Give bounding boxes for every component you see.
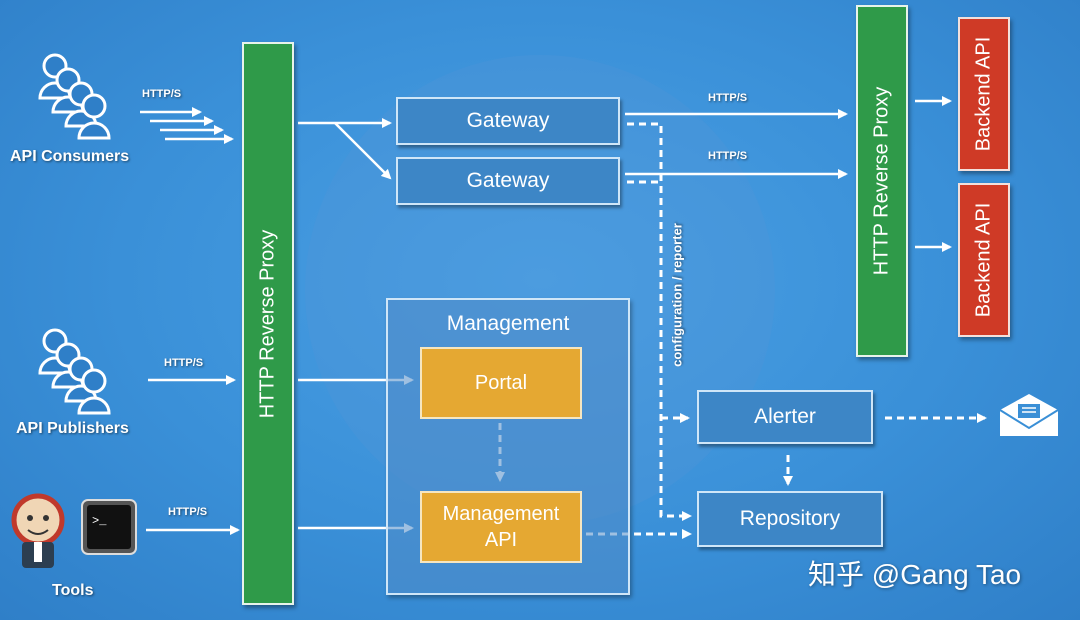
management-api-label-line1: Management [442, 503, 560, 525]
left-reverse-proxy-label: HTTP Reverse Proxy [256, 229, 279, 418]
alerter-label: Alerter [754, 405, 816, 428]
tools-label: Tools [52, 582, 94, 599]
management-title: Management [446, 312, 570, 335]
tools-protocol-label: HTTP/S [168, 506, 208, 518]
terminal-icon: >_ [81, 499, 137, 555]
backend-api-label: Backend API [972, 202, 995, 318]
gateway2-protocol-label: HTTP/S [708, 150, 748, 162]
alerter-box: Alerter [697, 390, 873, 444]
right-reverse-proxy: HTTP Reverse Proxy [856, 5, 908, 357]
watermark-text: 知乎 @Gang Tao [808, 559, 1022, 590]
backend-api-box: Backend API [958, 183, 1010, 337]
portal-box: Portal [420, 347, 582, 419]
repository-box: Repository [697, 491, 883, 547]
publishers-protocol-label: HTTP/S [164, 357, 204, 369]
right-reverse-proxy-label: HTTP Reverse Proxy [870, 86, 893, 276]
consumers-protocol-label: HTTP/S [142, 88, 182, 100]
gateway-label: Gateway [466, 169, 550, 192]
gateway-box: Gateway [396, 97, 620, 145]
portal-label: Portal [474, 372, 528, 394]
left-reverse-proxy: HTTP Reverse Proxy [242, 42, 294, 605]
api-publishers-label: API Publishers [16, 420, 129, 437]
gateway-label: Gateway [466, 109, 550, 132]
jenkins-icon [11, 493, 65, 568]
management-api-label-line2: API [484, 529, 518, 551]
svg-text:>_: >_ [92, 514, 107, 528]
gateway-box: Gateway [396, 157, 620, 205]
people-group-icon [38, 53, 111, 140]
repository-label: Repository [739, 507, 841, 530]
backend-api-box: Backend API [958, 17, 1010, 171]
backend-api-label: Backend API [972, 36, 995, 152]
api-consumers-label: API Consumers [10, 148, 130, 165]
management-api-box: Management API [420, 491, 582, 563]
email-icon [999, 394, 1059, 436]
config-reporter-label: configuration / reporter [669, 223, 685, 367]
gateway1-protocol-label: HTTP/S [708, 92, 748, 104]
people-group-icon [38, 328, 111, 415]
